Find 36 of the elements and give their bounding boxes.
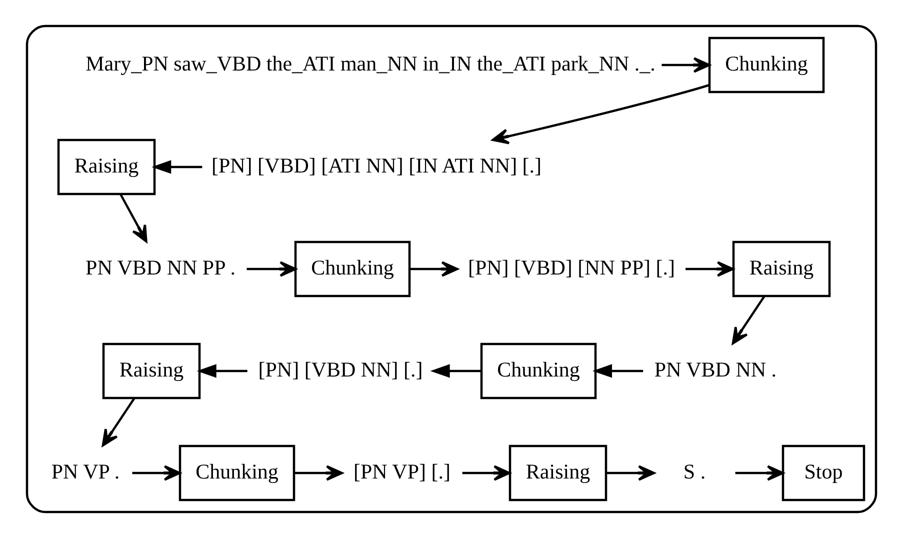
arrow — [102, 398, 136, 446]
arrow — [294, 465, 343, 481]
arrow — [462, 465, 511, 481]
arrow — [606, 465, 656, 481]
node-box: Chunking — [294, 240, 411, 298]
arrow — [246, 261, 297, 277]
node-box: Raising — [508, 444, 608, 502]
node-text: PN VBD NN PP . — [86, 256, 236, 280]
node-text: Mary_PN saw_VBD the_ATI man_NN in_IN the_ATI park_NN ._. — [86, 52, 656, 76]
arrow — [662, 57, 710, 73]
arrow — [686, 261, 734, 277]
node-box: Chunking — [708, 36, 825, 94]
arrow — [152, 160, 202, 174]
node-text: [PN] [VBD] [NN PP] [.] — [468, 256, 676, 280]
node-box: Raising — [732, 240, 831, 298]
node-box: Stop — [782, 444, 866, 502]
arrow — [735, 465, 784, 481]
node-text: [PN VP] [.] — [353, 460, 451, 484]
arrow — [732, 296, 766, 344]
cluster — [26, 24, 878, 514]
node-box: Chunking — [178, 444, 296, 502]
node-text: [PN] [VBD NN] [.] — [258, 358, 423, 382]
node-text: [PN] [VBD] [ATI NN] [IN ATI NN] [.] — [211, 154, 542, 178]
node-box: Raising — [57, 138, 156, 196]
node-text: PN VP . — [51, 460, 120, 484]
arrow — [592, 364, 644, 378]
node-box: Chunking — [480, 342, 597, 400]
arrow — [196, 364, 248, 378]
node-box: Raising — [102, 342, 201, 400]
node-text: PN VBD NN . — [654, 358, 777, 382]
arrow — [132, 465, 181, 481]
node-text: S . — [683, 460, 706, 484]
arrow — [120, 194, 148, 242]
arrow — [492, 84, 710, 144]
arrow — [410, 261, 458, 277]
arrow — [430, 364, 482, 378]
